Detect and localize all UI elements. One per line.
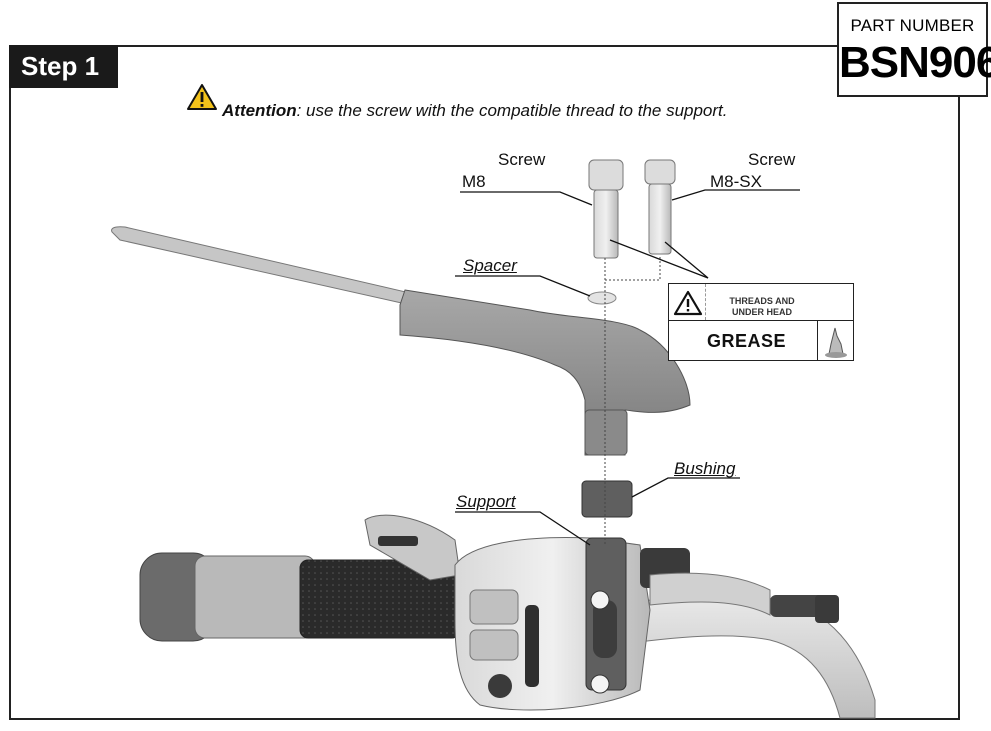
instruction-frame [9, 45, 960, 720]
mirror-arm [111, 226, 691, 456]
part-number-label: PART NUMBER [850, 16, 975, 35]
attention-notice: Attention: use the screw with the compat… [222, 101, 728, 121]
brake-lever [364, 514, 461, 581]
spacer-label: Spacer [463, 256, 517, 275]
screw-left-title: Screw [498, 150, 546, 169]
grease-callout: THREADS AND UNDER HEAD GREASE [668, 283, 854, 361]
grease-line2: UNDER HEAD [731, 307, 792, 317]
part-number: BSN906 [839, 38, 991, 87]
leader-lines [455, 189, 800, 546]
part-number-box: PART NUMBER BSN906 [837, 2, 991, 97]
grease-tube-icon [825, 327, 847, 358]
step-label: Step 1 [9, 45, 118, 88]
screw-right-size: M8-SX [710, 172, 762, 191]
screw-left-size: M8 [462, 172, 486, 191]
bushing-part [581, 480, 633, 518]
warning-small-icon [673, 290, 703, 316]
warning-icon [187, 84, 217, 110]
bushing-label: Bushing [674, 459, 736, 478]
grease-line1: THREADS AND [729, 296, 795, 306]
screw-right-title: Screw [748, 150, 796, 169]
attention-text: : use the screw with the compatible thre… [296, 101, 728, 120]
spacer-part [587, 291, 617, 305]
support-label: Support [456, 492, 516, 511]
handle-grip [139, 552, 461, 642]
attention-word: Attention [222, 101, 297, 120]
alt-axis [605, 256, 661, 281]
grease-word: GREASE [707, 331, 787, 351]
support-part [585, 537, 627, 694]
screw-m8-sx [644, 159, 676, 255]
grease-instruction: THREADS AND UNDER HEAD [707, 296, 817, 318]
